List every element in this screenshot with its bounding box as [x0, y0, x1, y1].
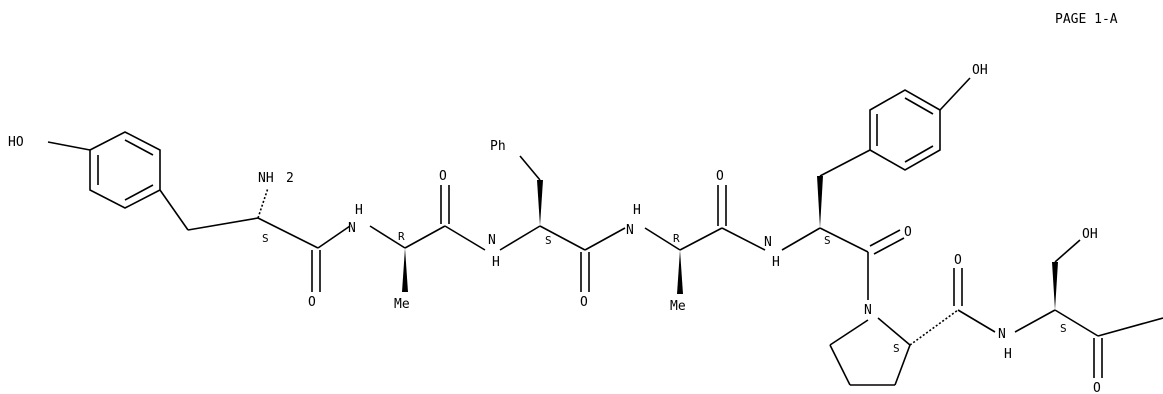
label-o7: O — [1093, 381, 1101, 394]
stereo-s4: S — [893, 342, 900, 355]
stereo-s1: S — [262, 232, 269, 245]
tyrosine-ring-top — [869, 77, 971, 171]
ser-backbone — [1014, 239, 1163, 378]
tyrosine-ring-left — [47, 131, 161, 209]
stereo-r2: R — [673, 232, 680, 245]
page-label: PAGE 1-A — [1055, 12, 1118, 27]
label-n4: N — [764, 235, 772, 250]
label-n-proline: N — [864, 303, 872, 318]
stereo-s2: S — [545, 234, 552, 247]
label-nh2: NH — [258, 171, 274, 186]
label-me1: Me — [394, 297, 410, 312]
label-h2: H — [492, 255, 500, 270]
label-n5: N — [998, 327, 1006, 342]
label-o6: O — [954, 253, 962, 268]
stereo-s3: S — [824, 234, 831, 247]
label-o3: O — [580, 295, 588, 310]
label-nh2-subscript: 2 — [286, 171, 294, 186]
proline-ring — [829, 268, 996, 386]
label-n1: N — [348, 221, 356, 236]
label-o2: O — [439, 169, 447, 184]
label-ph: Ph — [490, 139, 506, 154]
label-h4: H — [772, 255, 780, 270]
label-n3: N — [626, 223, 634, 238]
stereo-s5: S — [1060, 322, 1067, 335]
label-o1: O — [308, 295, 316, 310]
label-oh-ser: OH — [1082, 227, 1098, 242]
ala1-backbone — [369, 185, 486, 292]
atom-labels: HO NH 2 S O N H R Me O Ph S N H O N H R … — [8, 63, 1101, 394]
label-ho-left: HO — [8, 135, 24, 150]
phe-backbone — [499, 155, 626, 292]
ala2-backbone — [644, 185, 766, 294]
label-h1: H — [355, 203, 363, 218]
stereo-r1: R — [398, 230, 405, 243]
label-oh-top: OH — [972, 63, 988, 78]
tyr2-backbone — [781, 149, 905, 300]
label-o5: O — [904, 225, 912, 240]
label-me2: Me — [670, 299, 686, 314]
label-n2: N — [488, 233, 496, 248]
label-h3: H — [633, 203, 641, 218]
tyr1-backbone — [159, 187, 351, 292]
label-o4: O — [716, 169, 724, 184]
label-h5: H — [1004, 347, 1012, 362]
